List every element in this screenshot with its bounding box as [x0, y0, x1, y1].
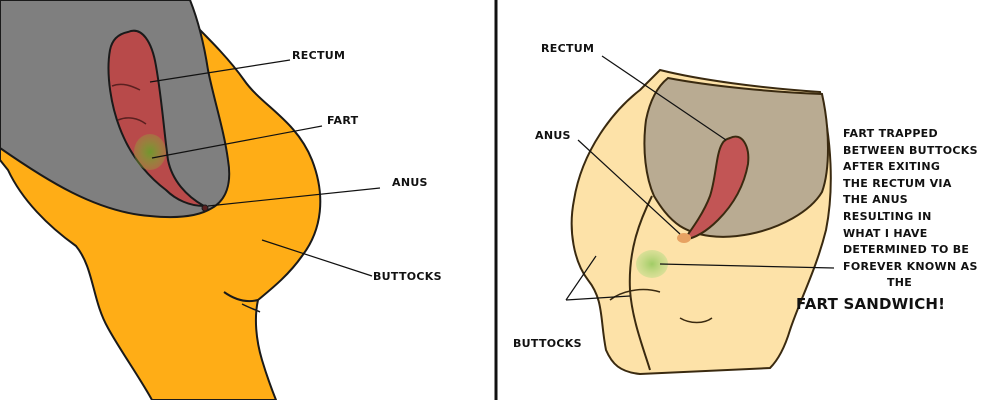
right-illustration — [565, 55, 835, 376]
left-leader-fart — [151, 125, 323, 159]
caption-line: BETWEEN BUTTOCKS — [843, 143, 978, 157]
left-label-anus: ANUS — [392, 176, 428, 189]
caption-line: THE ANUS — [843, 193, 909, 207]
right-label-anus: ANUS — [535, 129, 571, 142]
right-buttock-crease — [609, 288, 661, 301]
left-anus-marker — [201, 204, 209, 212]
left-rectum-fold — [111, 83, 141, 91]
left-crease-line — [223, 291, 259, 302]
caption-block: FART TRAPPED BETWEEN BUTTOCKS AFTER EXIT… — [796, 126, 995, 315]
caption-line: THE — [887, 276, 913, 290]
left-label-buttocks: BUTTOCKS — [373, 270, 442, 283]
right-label-buttocks: BUTTOCKS — [513, 337, 582, 350]
left-leader-rectum — [149, 59, 291, 83]
right-leader-anus — [577, 139, 681, 235]
left-leader-buttocks — [261, 239, 373, 277]
left-fart-cloud — [134, 134, 166, 170]
right-buttock-seam — [628, 195, 653, 371]
right-leader-fart — [659, 263, 835, 269]
right-fold-line — [679, 317, 713, 324]
caption-line: THE RECTUM VIA — [843, 176, 952, 190]
caption-line: AFTER EXITING — [843, 160, 941, 174]
right-leader-buttocks-2 — [565, 295, 631, 301]
left-label-rectum: RECTUM — [292, 49, 346, 62]
left-rectum-fold-2 — [117, 117, 147, 125]
left-label-fart: FART — [327, 114, 359, 127]
right-label-rectum: RECTUM — [541, 42, 595, 55]
caption-headline: FART SANDWICH! — [796, 294, 946, 313]
left-crease-line-2 — [241, 303, 261, 313]
right-anus-marker — [677, 233, 691, 243]
caption-line: FOREVER KNOWN AS — [843, 259, 978, 273]
right-leader-rectum — [601, 55, 727, 141]
caption-line: WHAT I HAVE — [843, 226, 928, 240]
left-illustration — [0, 0, 381, 400]
right-leader-buttocks-1 — [565, 255, 597, 301]
right-fart-cloud — [636, 250, 668, 278]
caption-line: FART TRAPPED — [843, 127, 938, 140]
caption-line: RESULTING IN — [843, 209, 932, 223]
caption-line: DETERMINED TO BE — [843, 243, 970, 257]
left-leader-anus — [207, 187, 381, 207]
